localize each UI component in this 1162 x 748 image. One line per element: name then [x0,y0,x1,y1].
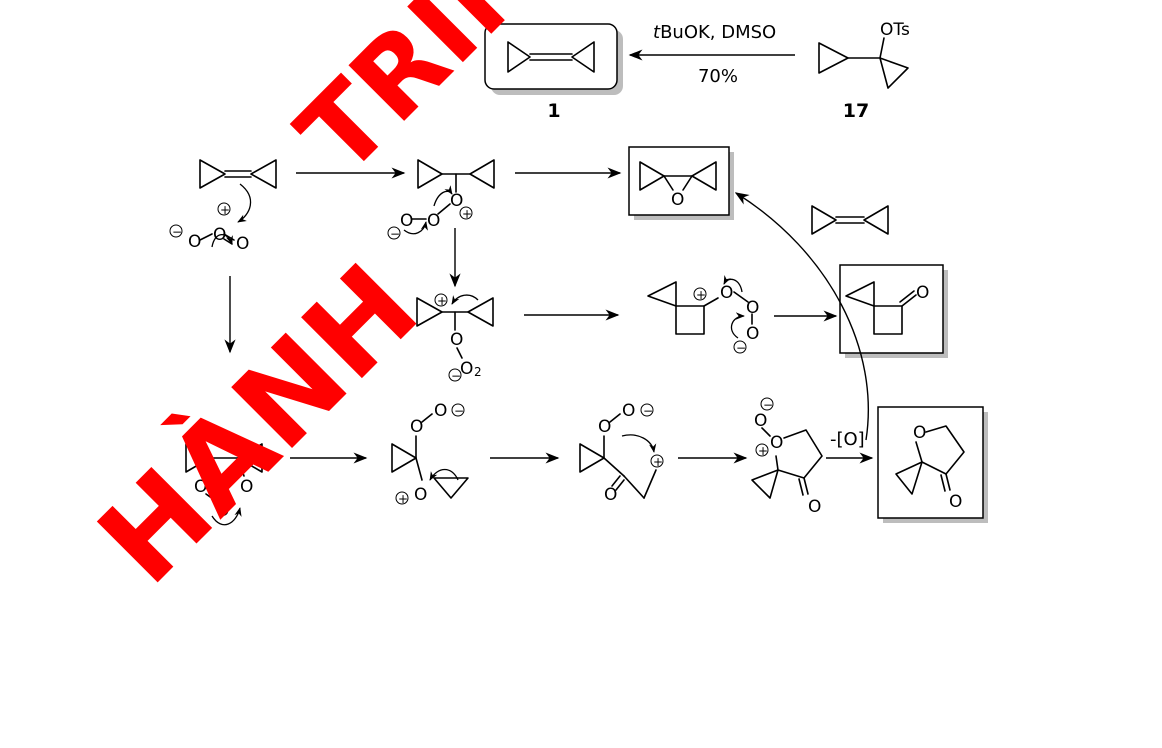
plus-charge: + [653,455,663,469]
ots-group: OTs [880,20,910,40]
spiro-furanone-box: O O [877,406,988,523]
curly-arrow-2 [211,233,233,248]
watermark-text-1: TRÌN [274,0,567,198]
plus-charge: + [220,203,230,217]
oxygen-a: O [754,411,767,431]
watermark-text-2: HÀNH [72,238,444,610]
epoxide-o: O [671,190,684,210]
plus-charge: + [758,444,768,458]
compound-label-1: 1 [547,100,560,122]
curly-arrow-4 [403,221,428,235]
oxygen-a: O [410,417,423,437]
plus-charge: + [437,294,447,308]
oxygen-c: O [414,485,427,505]
curly-arrow-6 [723,275,743,293]
cyclobutyl-cation-intermediate: + O O O − [647,281,759,355]
curly-arrow-3 [433,185,453,207]
oxygen-a: O [598,417,611,437]
ozone-o1: O [188,232,201,252]
curly-arrow-10 [621,434,657,453]
zwitterion-intermediate-b: O O − O + [579,401,664,505]
plus-charge: + [696,288,706,302]
bicyclopropylidene-reagent-right [811,205,889,235]
minus-charge: − [451,369,461,383]
starting-material-17: OTs [818,20,910,89]
oxygen-a: O [194,477,207,497]
arrow-curved-up [734,192,870,441]
compound-label-17: 17 [843,100,869,122]
epoxide-o: O [450,191,463,211]
carbonyl-o: O [808,497,821,517]
plus-charge: + [398,492,408,506]
primary-ozonide-intermediate: O + O O − [387,159,495,241]
bicyclopropylidene-row1 [199,159,277,189]
oxygen-b: O [434,401,447,421]
curly-arrow-7 [730,312,745,339]
product-1-box [484,23,623,95]
spiro-epoxide-box: O [628,146,734,220]
minus-charge: − [454,404,464,418]
minus-oxygen-label: -[O] [830,429,865,450]
subscript-2: 2 [474,365,482,379]
oxygen-b: O [622,401,635,421]
oxygen-c: O [746,324,759,344]
minus-charge: − [390,227,400,241]
carbonyl-o: O [604,485,617,505]
yield-text: 70% [698,66,738,87]
oxygen-b: O [746,298,759,318]
reagent-text: tBuOK, DMSO [653,22,776,43]
zwitterion-intermediate-a: O O − O + [391,401,469,506]
ring-o: O [913,423,926,443]
cyclobutanone-box: O [839,264,948,358]
minus-charge: − [736,341,746,355]
minus-charge: − [172,225,182,239]
o2-group: O [460,359,473,379]
oxygen-a: O [450,330,463,350]
oxygen-a: O [720,283,733,303]
carbonyl-o: O [916,283,929,303]
plus-charge: + [462,207,472,221]
curly-arrow-5 [451,294,479,305]
curly-arrow-8 [211,507,242,526]
ozone-o3: O [236,234,249,254]
minus-charge: − [763,398,773,412]
minus-charge: − [643,404,653,418]
peroxide-o1: O [427,211,440,231]
oxonium-intermediate: − O O + O [751,397,823,517]
carbonyl-o: O [949,492,962,512]
carbocation-intermediate: + O O 2 − [416,293,494,383]
oxygen-c: O [216,501,229,521]
curly-arrow-9 [429,468,459,481]
trioxolane-intermediate: O O O [185,443,263,521]
oxygen-b: O [240,477,253,497]
ozone-molecule: − O O O + [169,202,249,254]
peroxide-o2: O [400,211,413,231]
oxonium-o: O [770,433,783,453]
curly-arrow-1 [237,183,252,223]
bicyclopropylidene-molecule [507,41,595,73]
